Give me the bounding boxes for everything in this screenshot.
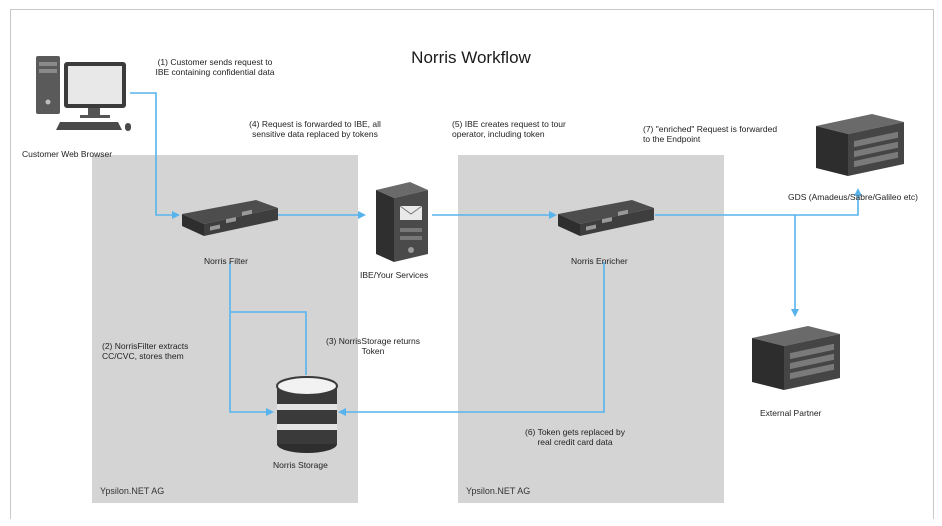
step-3-text: (3) NorrisStorage returns Token xyxy=(325,336,420,356)
arrow-storage-to-filter xyxy=(230,311,307,375)
partner-server-icon xyxy=(752,326,840,390)
enricher-server-icon xyxy=(558,200,654,236)
step-2-text: (2) NorrisFilter extracts CC/CVC, stores… xyxy=(102,341,189,361)
desktop-computer-icon xyxy=(36,56,131,131)
step-6-text: (6) Token gets replaced by real credit c… xyxy=(524,427,625,447)
step-7-text: (7) "enriched" Request is forwarded to t… xyxy=(643,124,778,144)
browser-label: Customer Web Browser xyxy=(22,149,113,159)
arrow-filter-to-storage xyxy=(229,262,274,416)
database-icon xyxy=(276,376,338,453)
partner-label: External Partner xyxy=(760,408,822,418)
arrow-browser-to-filter xyxy=(130,92,180,219)
diagram-title: Norris Workflow xyxy=(411,48,531,67)
ibe-label: IBE/Your Services xyxy=(360,270,429,280)
gds-server-icon xyxy=(816,114,904,176)
ibe-server-icon xyxy=(376,182,428,262)
step-5-text: (5) IBE creates request to tour operator… xyxy=(452,119,566,139)
arrow-enricher-to-storage xyxy=(338,262,605,416)
arrow-enricher-to-gds xyxy=(655,188,862,216)
storage-label: Norris Storage xyxy=(273,460,328,470)
enricher-label: Norris Enricher xyxy=(571,256,628,266)
step-1-text: (1) Customer sends request to IBE contai… xyxy=(155,57,275,77)
diagram-frame xyxy=(10,9,934,519)
filter-label: Norris Filter xyxy=(204,256,248,266)
step-4-text: (4) Request is forwarded to IBE, all sen… xyxy=(249,119,381,139)
filter-server-icon xyxy=(182,200,278,236)
gds-label: GDS (Amadeus/Sabre/Galileo etc) xyxy=(788,192,918,202)
zone-left-label: Ypsilon.NET AG xyxy=(100,486,165,496)
zone-right-label: Ypsilon.NET AG xyxy=(466,486,531,496)
